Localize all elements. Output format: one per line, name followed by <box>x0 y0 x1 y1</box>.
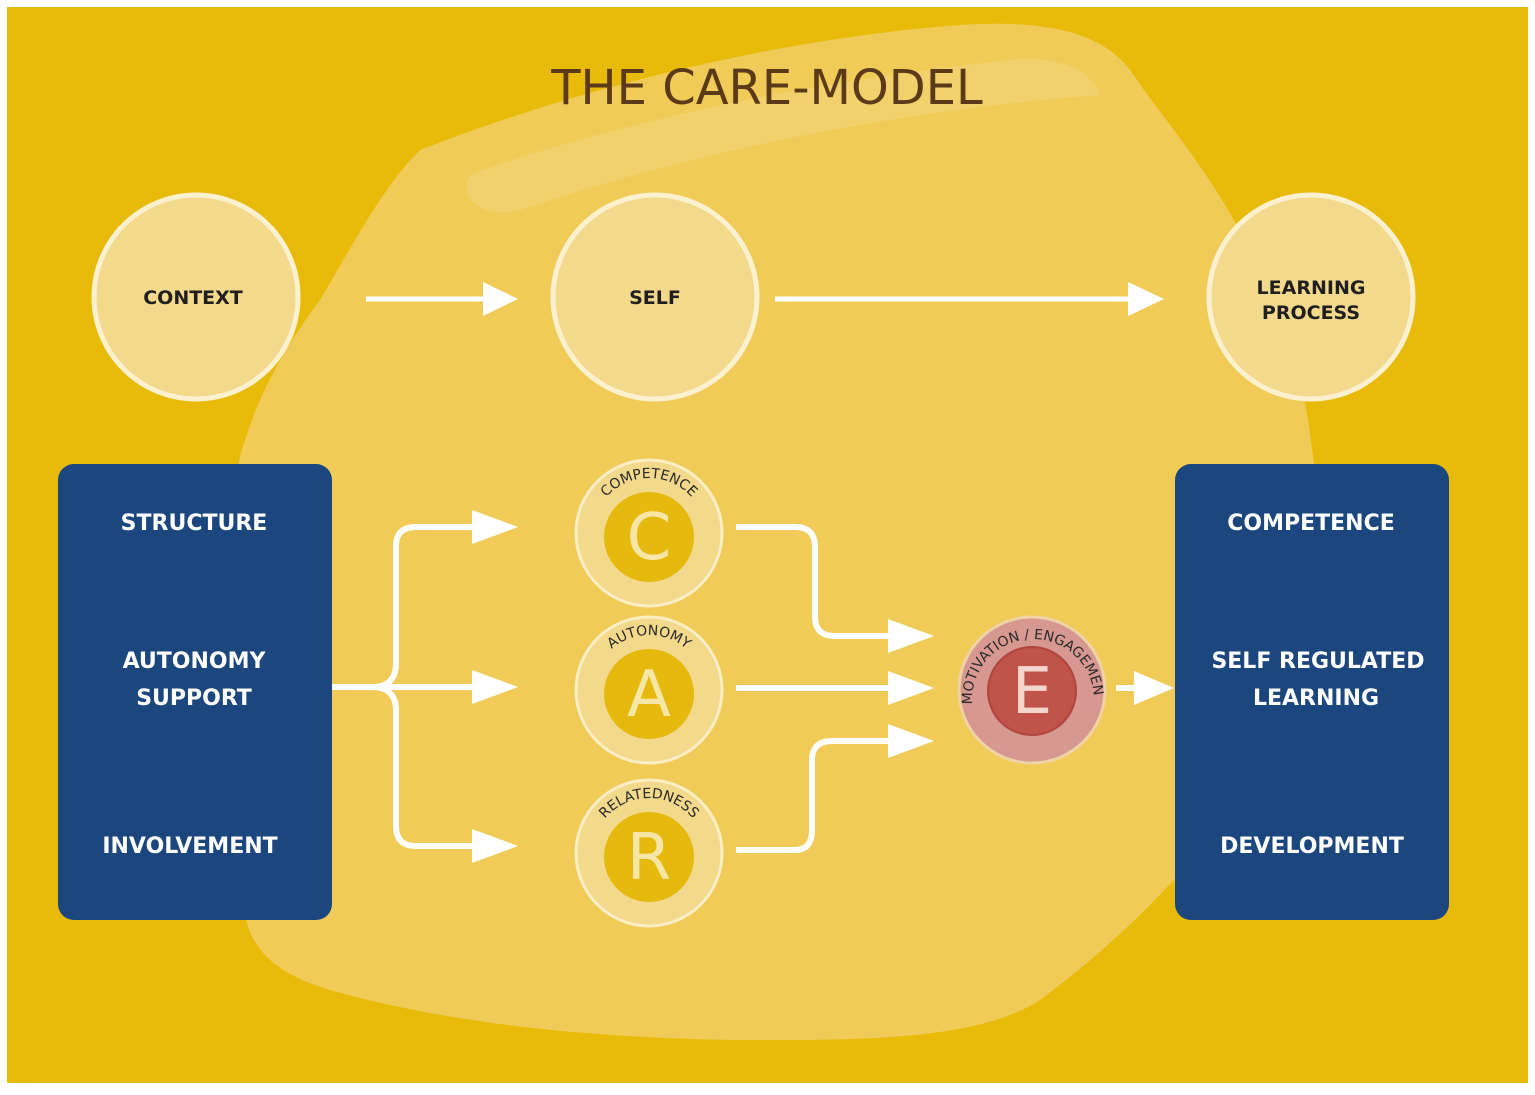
competence-letter: C <box>627 501 672 575</box>
arrowhead-to-competence <box>472 510 518 544</box>
engagement-letter: E <box>1012 655 1052 729</box>
context-box: STRUCTURE AUTONOMY SUPPORT INVOLVEMENT <box>58 464 332 920</box>
self-regulated-learning-label-line1: SELF REGULATED <box>1211 649 1424 674</box>
self-circle: SELF <box>550 192 760 402</box>
autonomy-support-label-line1: AUTONOMY <box>123 649 267 674</box>
relatedness-letter: R <box>627 821 671 895</box>
brush-stroke <box>228 23 1322 1041</box>
context-label: CONTEXT <box>143 287 243 309</box>
arrow-self-to-learning <box>775 282 1164 316</box>
development-label: DEVELOPMENT <box>1220 834 1404 859</box>
relatedness-need-circle: R RELATEDNESS <box>574 778 724 928</box>
arrows-box-to-needs <box>332 524 488 849</box>
self-label: SELF <box>629 287 681 309</box>
autonomy-support-label-line2: SUPPORT <box>136 686 252 711</box>
autonomy-letter-disc <box>604 649 694 739</box>
learning-process-label-line1: LEARNING <box>1257 277 1366 299</box>
competence-outcome-label: COMPETENCE <box>1227 511 1395 536</box>
autonomy-letter: A <box>627 658 671 732</box>
arrow-engagement-to-outcomes <box>1116 671 1174 705</box>
arrowhead-competence-to-engagement <box>888 619 934 653</box>
engagement-letter-disc <box>987 646 1077 736</box>
involvement-label: INVOLVEMENT <box>102 834 277 859</box>
structure-label: STRUCTURE <box>121 511 268 536</box>
arrowhead-autonomy-to-engagement <box>888 671 934 705</box>
outcomes-box: COMPETENCE SELF REGULATED LEARNING DEVEL… <box>1175 464 1449 920</box>
learning-process-circle: LEARNING PROCESS <box>1206 192 1416 402</box>
competence-letter-disc <box>604 492 694 582</box>
autonomy-need-circle: A AUTONOMY <box>574 615 724 765</box>
arrowhead-to-autonomy <box>472 670 518 704</box>
arrowhead-to-relatedness <box>472 829 518 863</box>
context-circle: CONTEXT <box>91 192 301 402</box>
arrow-context-to-self <box>366 282 518 316</box>
diagram-title: THE CARE-MODEL <box>550 60 983 116</box>
competence-need-circle: C COMPETENCE <box>574 458 724 608</box>
brush-streak <box>466 59 1100 213</box>
arrowhead-relatedness-to-engagement <box>888 724 934 758</box>
learning-process-label-line2: PROCESS <box>1262 302 1360 324</box>
self-regulated-learning-label-line2: LEARNING <box>1253 686 1379 711</box>
relatedness-letter-disc <box>604 812 694 902</box>
arrows-needs-to-engagement <box>736 524 902 853</box>
